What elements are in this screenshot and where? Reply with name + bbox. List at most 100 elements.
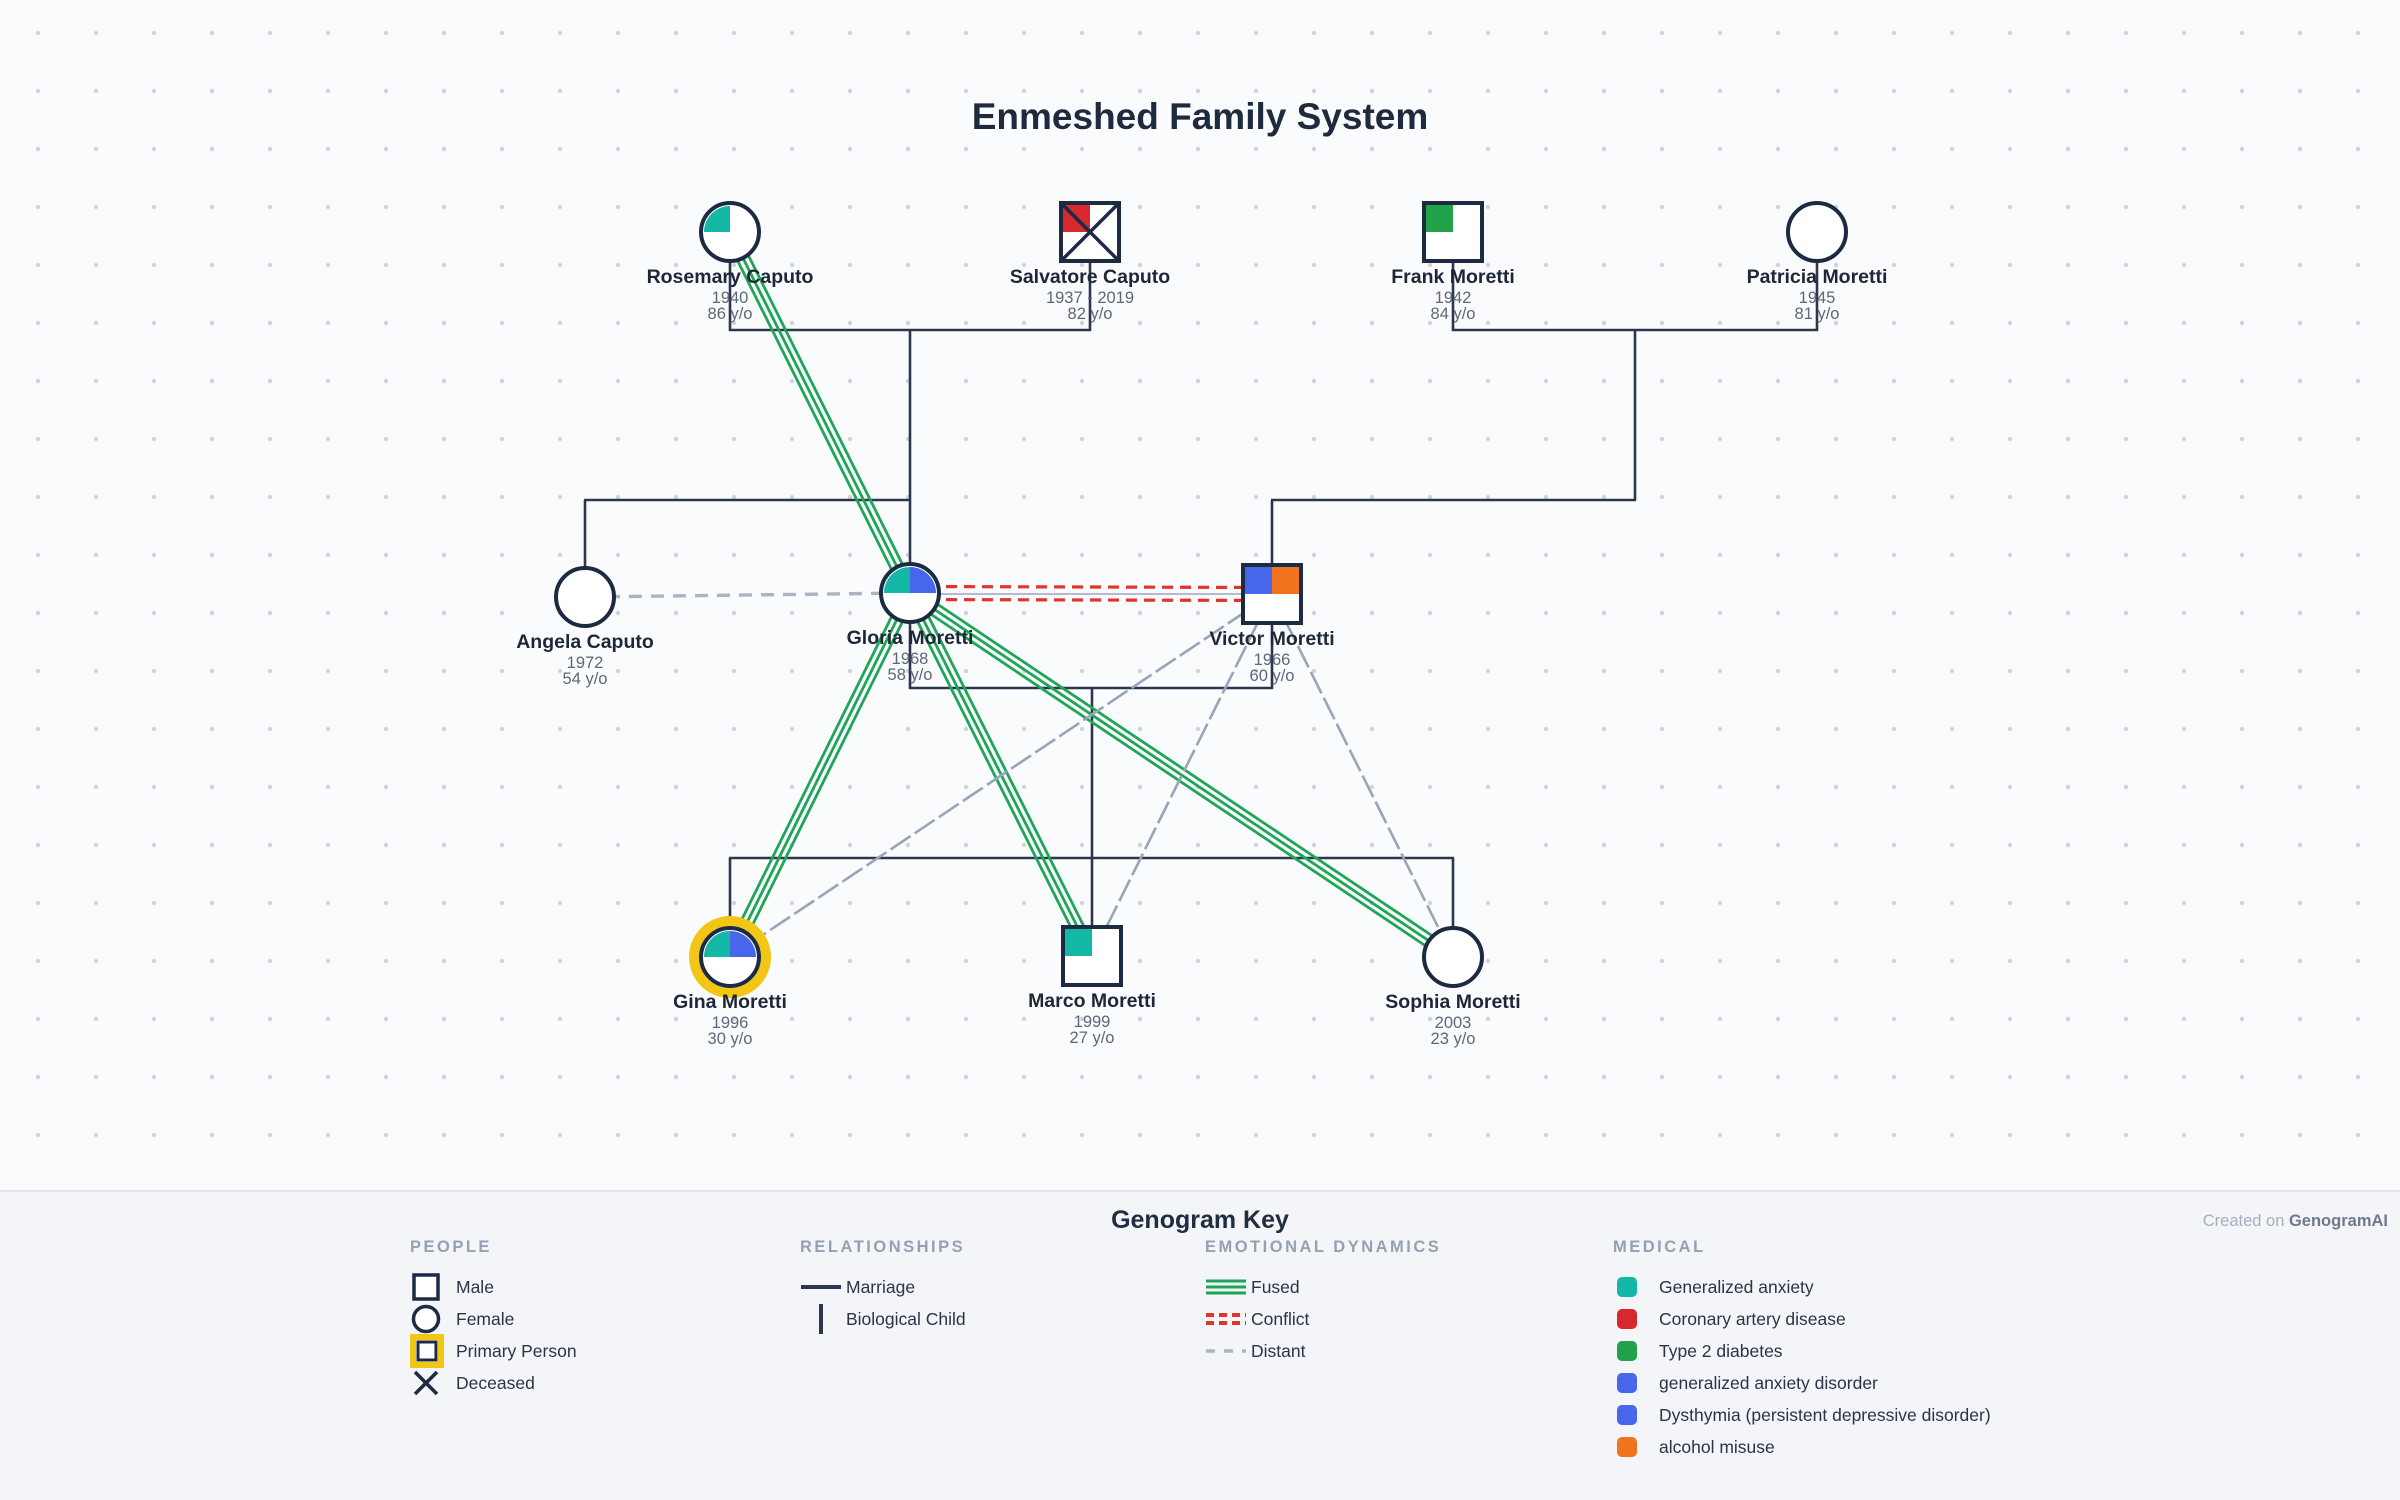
medical-color-swatch [1617, 1277, 1637, 1297]
biological-child-line-icon [819, 1304, 823, 1334]
swatch-icon-wrap [1613, 1431, 1659, 1463]
person-name-frank: Frank Moretti [1391, 266, 1515, 288]
key-item: Deceased [410, 1367, 577, 1399]
fused-line-rosemary-gloria [734, 228, 917, 591]
credit-line: Created on GenogramAI [2203, 1212, 2388, 1231]
key-item: Fused [1205, 1271, 1441, 1303]
distant-line-victor-gina [729, 592, 1273, 959]
fused-line-icon [1206, 1279, 1246, 1295]
fused-icon-wrap [1205, 1271, 1251, 1303]
person-node-gloria[interactable] [879, 562, 941, 624]
person-years-salvatore: 1937 - 2019 [1046, 289, 1134, 307]
person-node-frank[interactable] [1422, 201, 1484, 263]
key-item: Conflict [1205, 1303, 1441, 1335]
deceased-icon-wrap [410, 1367, 456, 1399]
page-title: Enmeshed Family System [971, 96, 1429, 137]
person-name-salvatore: Salvatore Caputo [1010, 266, 1170, 288]
male-icon-wrap [410, 1271, 456, 1303]
conflict-line-gloria-victor [909, 597, 1272, 603]
key-item-label: Primary Person [456, 1340, 577, 1361]
person-years-angela: 1972 [567, 654, 604, 672]
key-item-label: Biological Child [846, 1308, 966, 1329]
person-node-gina[interactable] [689, 916, 771, 998]
fused-line-gloria-marco [903, 595, 1088, 960]
key-item: Generalized anxiety [1613, 1271, 1991, 1303]
key-item-label: Generalized anxiety [1659, 1276, 1814, 1297]
person-name-victor: Victor Moretti [1209, 628, 1334, 650]
deceased-cross [1060, 202, 1120, 262]
primary-icon-wrap [410, 1334, 456, 1368]
person-age-gloria: 58 y/o [888, 666, 933, 684]
swatch-icon-wrap [1613, 1271, 1659, 1303]
key-item: Female [410, 1303, 577, 1335]
medical-color-swatch [1617, 1341, 1637, 1361]
female-icon [411, 1304, 441, 1334]
marriage-icon-wrap [800, 1271, 846, 1303]
person-years-victor: 1966 [1254, 651, 1291, 669]
swatch-icon-wrap [1613, 1367, 1659, 1399]
person-node-marco[interactable] [1061, 925, 1123, 987]
person-name-rosemary: Rosemary Caputo [647, 266, 814, 288]
person-age-marco: 27 y/o [1070, 1029, 1115, 1047]
fused-line-gloria-gina [728, 592, 912, 958]
male-icon [412, 1273, 440, 1301]
key-item: Coronary artery disease [1613, 1303, 1991, 1335]
genogram-key: Genogram Key Created on GenogramAI PEOPL… [0, 1190, 2400, 1500]
person-age-sophia: 23 y/o [1431, 1030, 1476, 1048]
medical-color-swatch [1617, 1405, 1637, 1425]
person-node-patricia[interactable] [1786, 201, 1848, 263]
person-years-rosemary: 1940 [712, 289, 749, 307]
condition-quadrant-tl [1065, 929, 1092, 956]
fused-line-rosemary-gloria [728, 231, 912, 594]
condition-quadrant-tl [884, 567, 910, 593]
person-age-salvatore: 82 y/o [1068, 305, 1113, 323]
conflict-line-gloria-victor [910, 584, 1273, 590]
fused-line-gloria-sophia [909, 591, 1454, 959]
person-node-salvatore[interactable] [1059, 201, 1121, 263]
key-item-label: Female [456, 1308, 515, 1329]
fused-line-gloria-gina [723, 589, 906, 955]
key-item: Biological Child [800, 1303, 966, 1335]
conflict-line-icon [1206, 1313, 1246, 1325]
key-item-label: Conflict [1251, 1308, 1310, 1329]
emotional-lines [584, 228, 1458, 964]
key-item-label: Type 2 diabetes [1659, 1340, 1783, 1361]
key-item: generalized anxiety disorder [1613, 1367, 1991, 1399]
person-node-victor[interactable] [1241, 563, 1303, 625]
marriage-line-icon [801, 1285, 841, 1289]
person-node-angela[interactable] [554, 566, 616, 628]
key-item-label: generalized anxiety disorder [1659, 1372, 1878, 1393]
key-item-label: Distant [1251, 1340, 1306, 1361]
credit-brand: GenogramAI [2288, 1212, 2388, 1230]
key-item: alcohol misuse [1613, 1431, 1991, 1463]
primary-person-icon [410, 1334, 444, 1368]
person-node-rosemary[interactable] [699, 201, 761, 263]
key-item: Male [410, 1271, 577, 1303]
key-section-header-emotional: EMOTIONAL DYNAMICS [1205, 1238, 1442, 1256]
key-title: Genogram Key [1111, 1206, 1289, 1234]
female-shape [1786, 201, 1848, 263]
person-name-marco: Marco Moretti [1028, 990, 1156, 1012]
condition-quadrant-tl [704, 931, 730, 957]
female-icon-wrap [410, 1303, 456, 1335]
medical-color-swatch [1617, 1373, 1637, 1393]
biochild-icon-wrap [800, 1303, 846, 1335]
female-shape [554, 566, 616, 628]
person-node-sophia[interactable] [1422, 926, 1484, 988]
condition-quadrant-tl [1426, 205, 1453, 232]
medical-color-swatch [1617, 1437, 1637, 1457]
structure-lines [583, 261, 1819, 929]
condition-quadrant-tl [1245, 567, 1272, 594]
condition-quadrant-tr [730, 931, 756, 957]
person-years-sophia: 2003 [1435, 1014, 1472, 1032]
fused-line-gloria-gina [734, 595, 917, 961]
key-item: Primary Person [410, 1334, 577, 1368]
person-name-sophia: Sophia Moretti [1385, 991, 1520, 1013]
